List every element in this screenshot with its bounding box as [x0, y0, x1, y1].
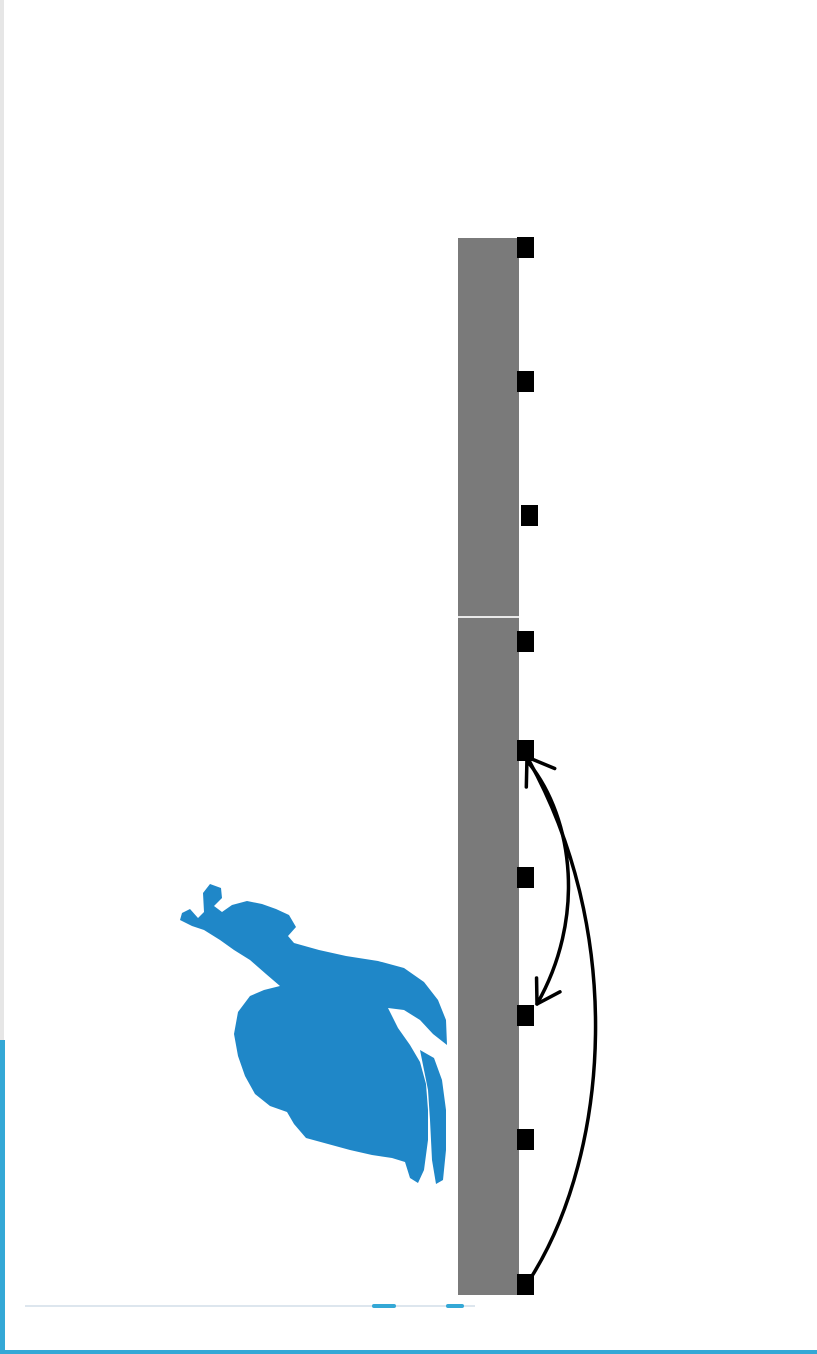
wall-panel-lower	[458, 617, 519, 1295]
move-arrows	[526, 757, 595, 1276]
wall-panel-upper	[458, 238, 519, 617]
move-arrow-9-to-5	[526, 757, 595, 1276]
hold-rung-1	[517, 237, 534, 258]
hold-rung-6	[517, 867, 534, 888]
hold-rung-4	[517, 631, 534, 652]
hold-rung-3	[521, 505, 538, 526]
climber-silhouette-icon	[180, 884, 447, 1183]
hold-rung-2	[517, 371, 534, 392]
climbing-wall	[458, 238, 519, 1295]
hold-rung-8	[517, 1129, 534, 1150]
hold-rung-7	[517, 1005, 534, 1026]
climber-figure	[180, 884, 447, 1184]
